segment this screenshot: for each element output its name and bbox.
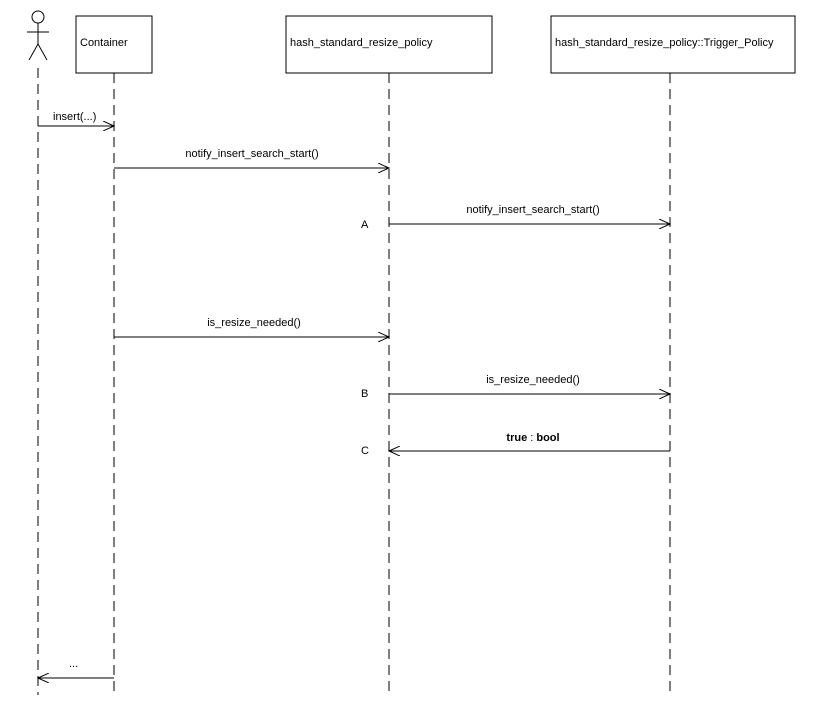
participant-trigger-box xyxy=(550,15,796,74)
return-separator: : xyxy=(527,432,536,444)
participant-container: Container xyxy=(75,15,153,74)
message-isresize-policy-trigger: is_resize_needed() xyxy=(389,374,670,394)
message-return-true: true : bool xyxy=(389,432,670,451)
marker-c: C xyxy=(361,445,369,457)
marker-b: B xyxy=(361,388,368,400)
message-notify-policy-trigger-label: notify_insert_search_start() xyxy=(466,204,599,216)
message-notify-container-policy-label: notify_insert_search_start() xyxy=(185,148,318,160)
message-notify-container-policy: notify_insert_search_start() xyxy=(114,148,389,168)
message-isresize-policy-trigger-label: is_resize_needed() xyxy=(486,374,580,386)
message-notify-policy-trigger: notify_insert_search_start() xyxy=(389,204,670,224)
return-type: bool xyxy=(536,432,559,444)
return-value: true xyxy=(506,432,527,444)
message-return-end-label: ... xyxy=(69,658,78,670)
message-isresize-container-policy: is_resize_needed() xyxy=(114,317,389,337)
message-insert-label: insert(...) xyxy=(53,111,96,123)
message-isresize-container-policy-label: is_resize_needed() xyxy=(207,317,301,329)
message-return-end: ... xyxy=(38,658,114,678)
participant-trigger-label: hash_standard_resize_policy::Trigger_Pol… xyxy=(555,37,774,49)
actor-figure xyxy=(27,10,49,61)
marker-a: A xyxy=(361,219,369,231)
participant-trigger: hash_standard_resize_policy::Trigger_Pol… xyxy=(550,15,796,74)
participant-container-box xyxy=(75,15,153,74)
participant-container-label: Container xyxy=(80,37,128,49)
message-return-true-label: true : bool xyxy=(506,432,559,444)
participant-policy: hash_standard_resize_policy xyxy=(285,15,493,74)
participant-policy-label: hash_standard_resize_policy xyxy=(290,37,433,49)
participant-policy-box xyxy=(285,15,493,74)
message-insert: insert(...) xyxy=(38,111,114,126)
